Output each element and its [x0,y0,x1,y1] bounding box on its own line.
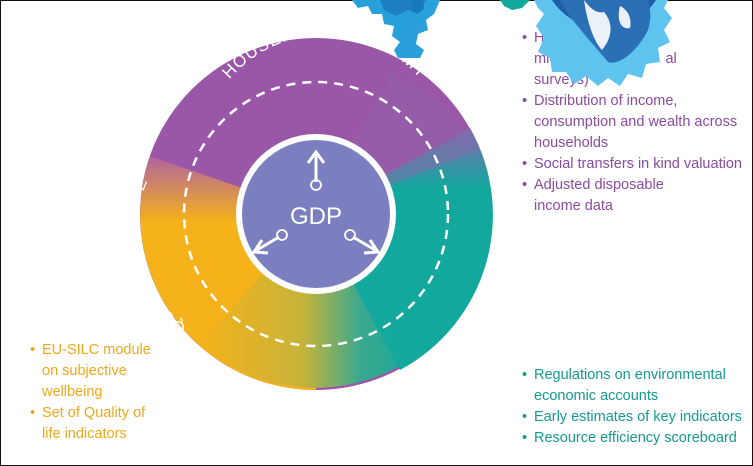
arrow-down-right-icon [344,229,381,255]
list-item: Set of Quality of life indicators [30,403,190,445]
list-item: Early estimates of key indicators [522,407,752,428]
list-item: EU-SILC module on subjective wellbeing [30,340,190,403]
outer-ring [140,38,493,390]
list-item: Resource efficiency scoreboard [522,428,752,449]
environment-list: Regulations on environmental economic ac… [522,365,752,449]
list-item: Adjusted disposable income data [522,175,753,217]
quality-list: EU-SILC module on subjective wellbeing S… [30,340,190,445]
list-item: Social transfers in kind valuation [522,154,753,175]
arrow-down-left-icon [251,229,288,255]
gdp-label: GDP [290,203,342,230]
dashed-ring [182,80,450,348]
arrow-up-icon [306,149,326,191]
gdp-circle [242,140,390,288]
list-item: Distribution of income, consumption and … [522,91,753,154]
list-item: Regulations on environmental economic ac… [522,365,752,407]
